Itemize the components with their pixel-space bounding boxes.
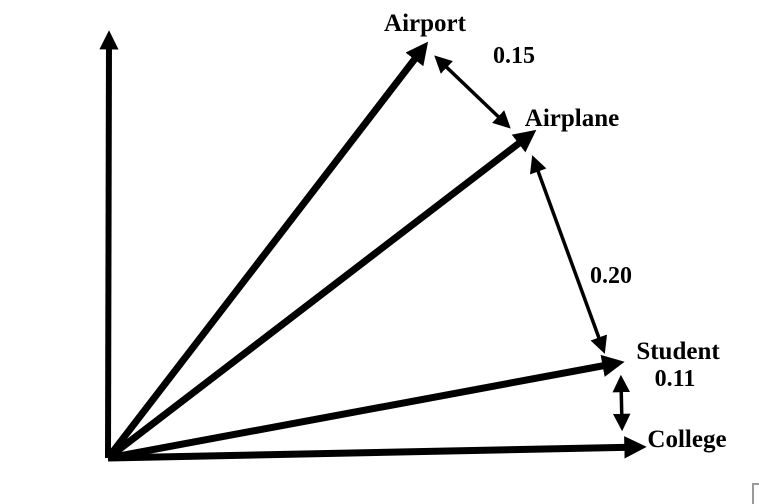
airplane-vector <box>105 129 537 461</box>
college-label: College <box>647 426 726 453</box>
distance-arrow-student-college <box>612 374 631 432</box>
vertical-axis-arrow <box>99 30 119 459</box>
college-vector <box>107 436 647 462</box>
airport-label: Airport <box>384 10 467 37</box>
distance-value-airplane-student: 0.20 <box>590 263 632 289</box>
airplane-label: Airplane <box>525 105 619 132</box>
distance-value-airport-airplane: 0.15 <box>493 43 535 69</box>
distance-arrow-airport-airplane <box>434 55 511 129</box>
airport-vector <box>105 41 429 461</box>
distance-arrow-airplane-student <box>529 155 608 354</box>
student-vector <box>107 354 625 462</box>
corner-box-artifact <box>752 483 759 504</box>
distance-value-student-college: 0.11 <box>655 366 696 392</box>
student-label: Student <box>636 338 720 365</box>
